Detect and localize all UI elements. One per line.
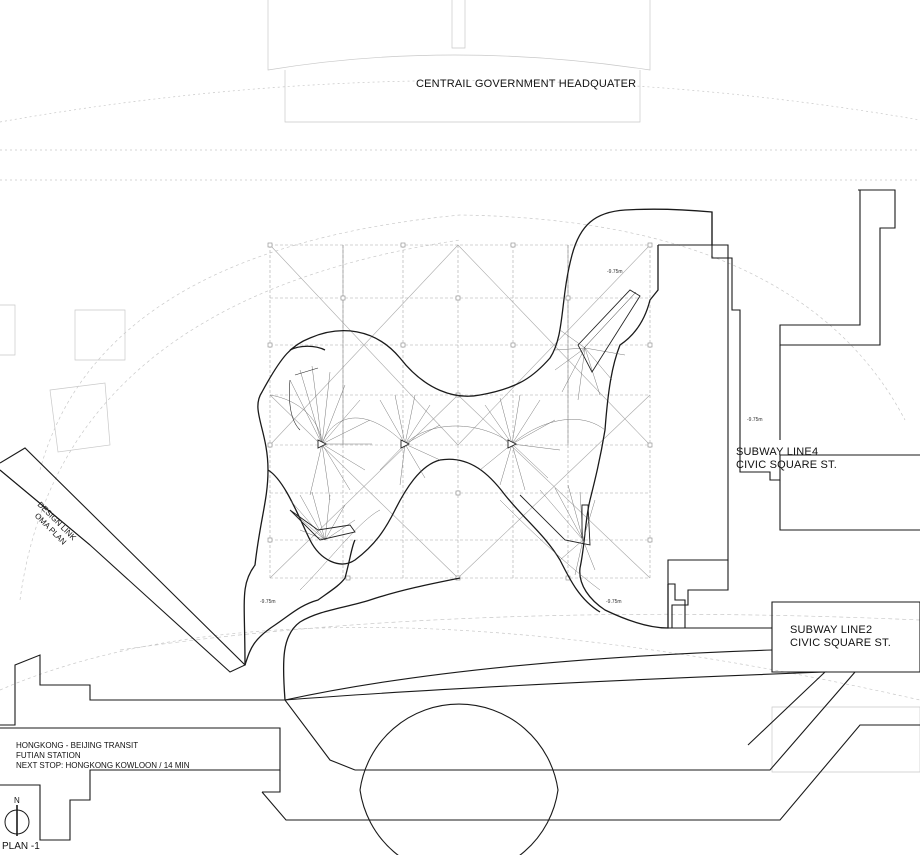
context-linework — [0, 0, 920, 773]
north-arrow-icon — [4, 805, 30, 836]
design-link-structure — [0, 447, 246, 673]
north-label: N — [14, 796, 20, 805]
stair-details — [289, 289, 641, 546]
transit-station-label: FUTIAN STATION — [16, 751, 81, 760]
structural-grid — [269, 244, 651, 579]
subway-line4-station-label: CIVIC SQUARE ST. — [736, 459, 837, 471]
subway-line2-station-label: CIVIC SQUARE ST. — [790, 637, 891, 649]
plan-title: PLAN -1 — [2, 841, 40, 852]
transit-line-label: HONGKONG - BEIJING TRANSIT — [16, 741, 139, 750]
level-marker: -9.75m — [747, 417, 763, 423]
headquarter-label: CENTRAIL GOVERNMENT HEADQUATER — [416, 78, 637, 90]
transit-next-stop-label: NEXT STOP: HONGKONG KOWLOON / 14 MIN — [16, 761, 190, 770]
subway-line2-label: SUBWAY LINE2 — [790, 624, 873, 636]
transit-info: HONGKONG - BEIJING TRANSIT FUTIAN STATIO… — [16, 741, 190, 771]
shell-hatching — [269, 329, 626, 591]
level-marker: -9.75m — [260, 599, 276, 605]
concourse-outline — [243, 208, 713, 701]
level-marker: -9.75m — [606, 599, 622, 605]
level-marker: -9.75m — [607, 269, 623, 275]
subway-line4-label: SUBWAY LINE4 — [736, 446, 819, 458]
subway-line4-structure — [658, 189, 920, 628]
subway-line2-structure — [0, 601, 920, 855]
